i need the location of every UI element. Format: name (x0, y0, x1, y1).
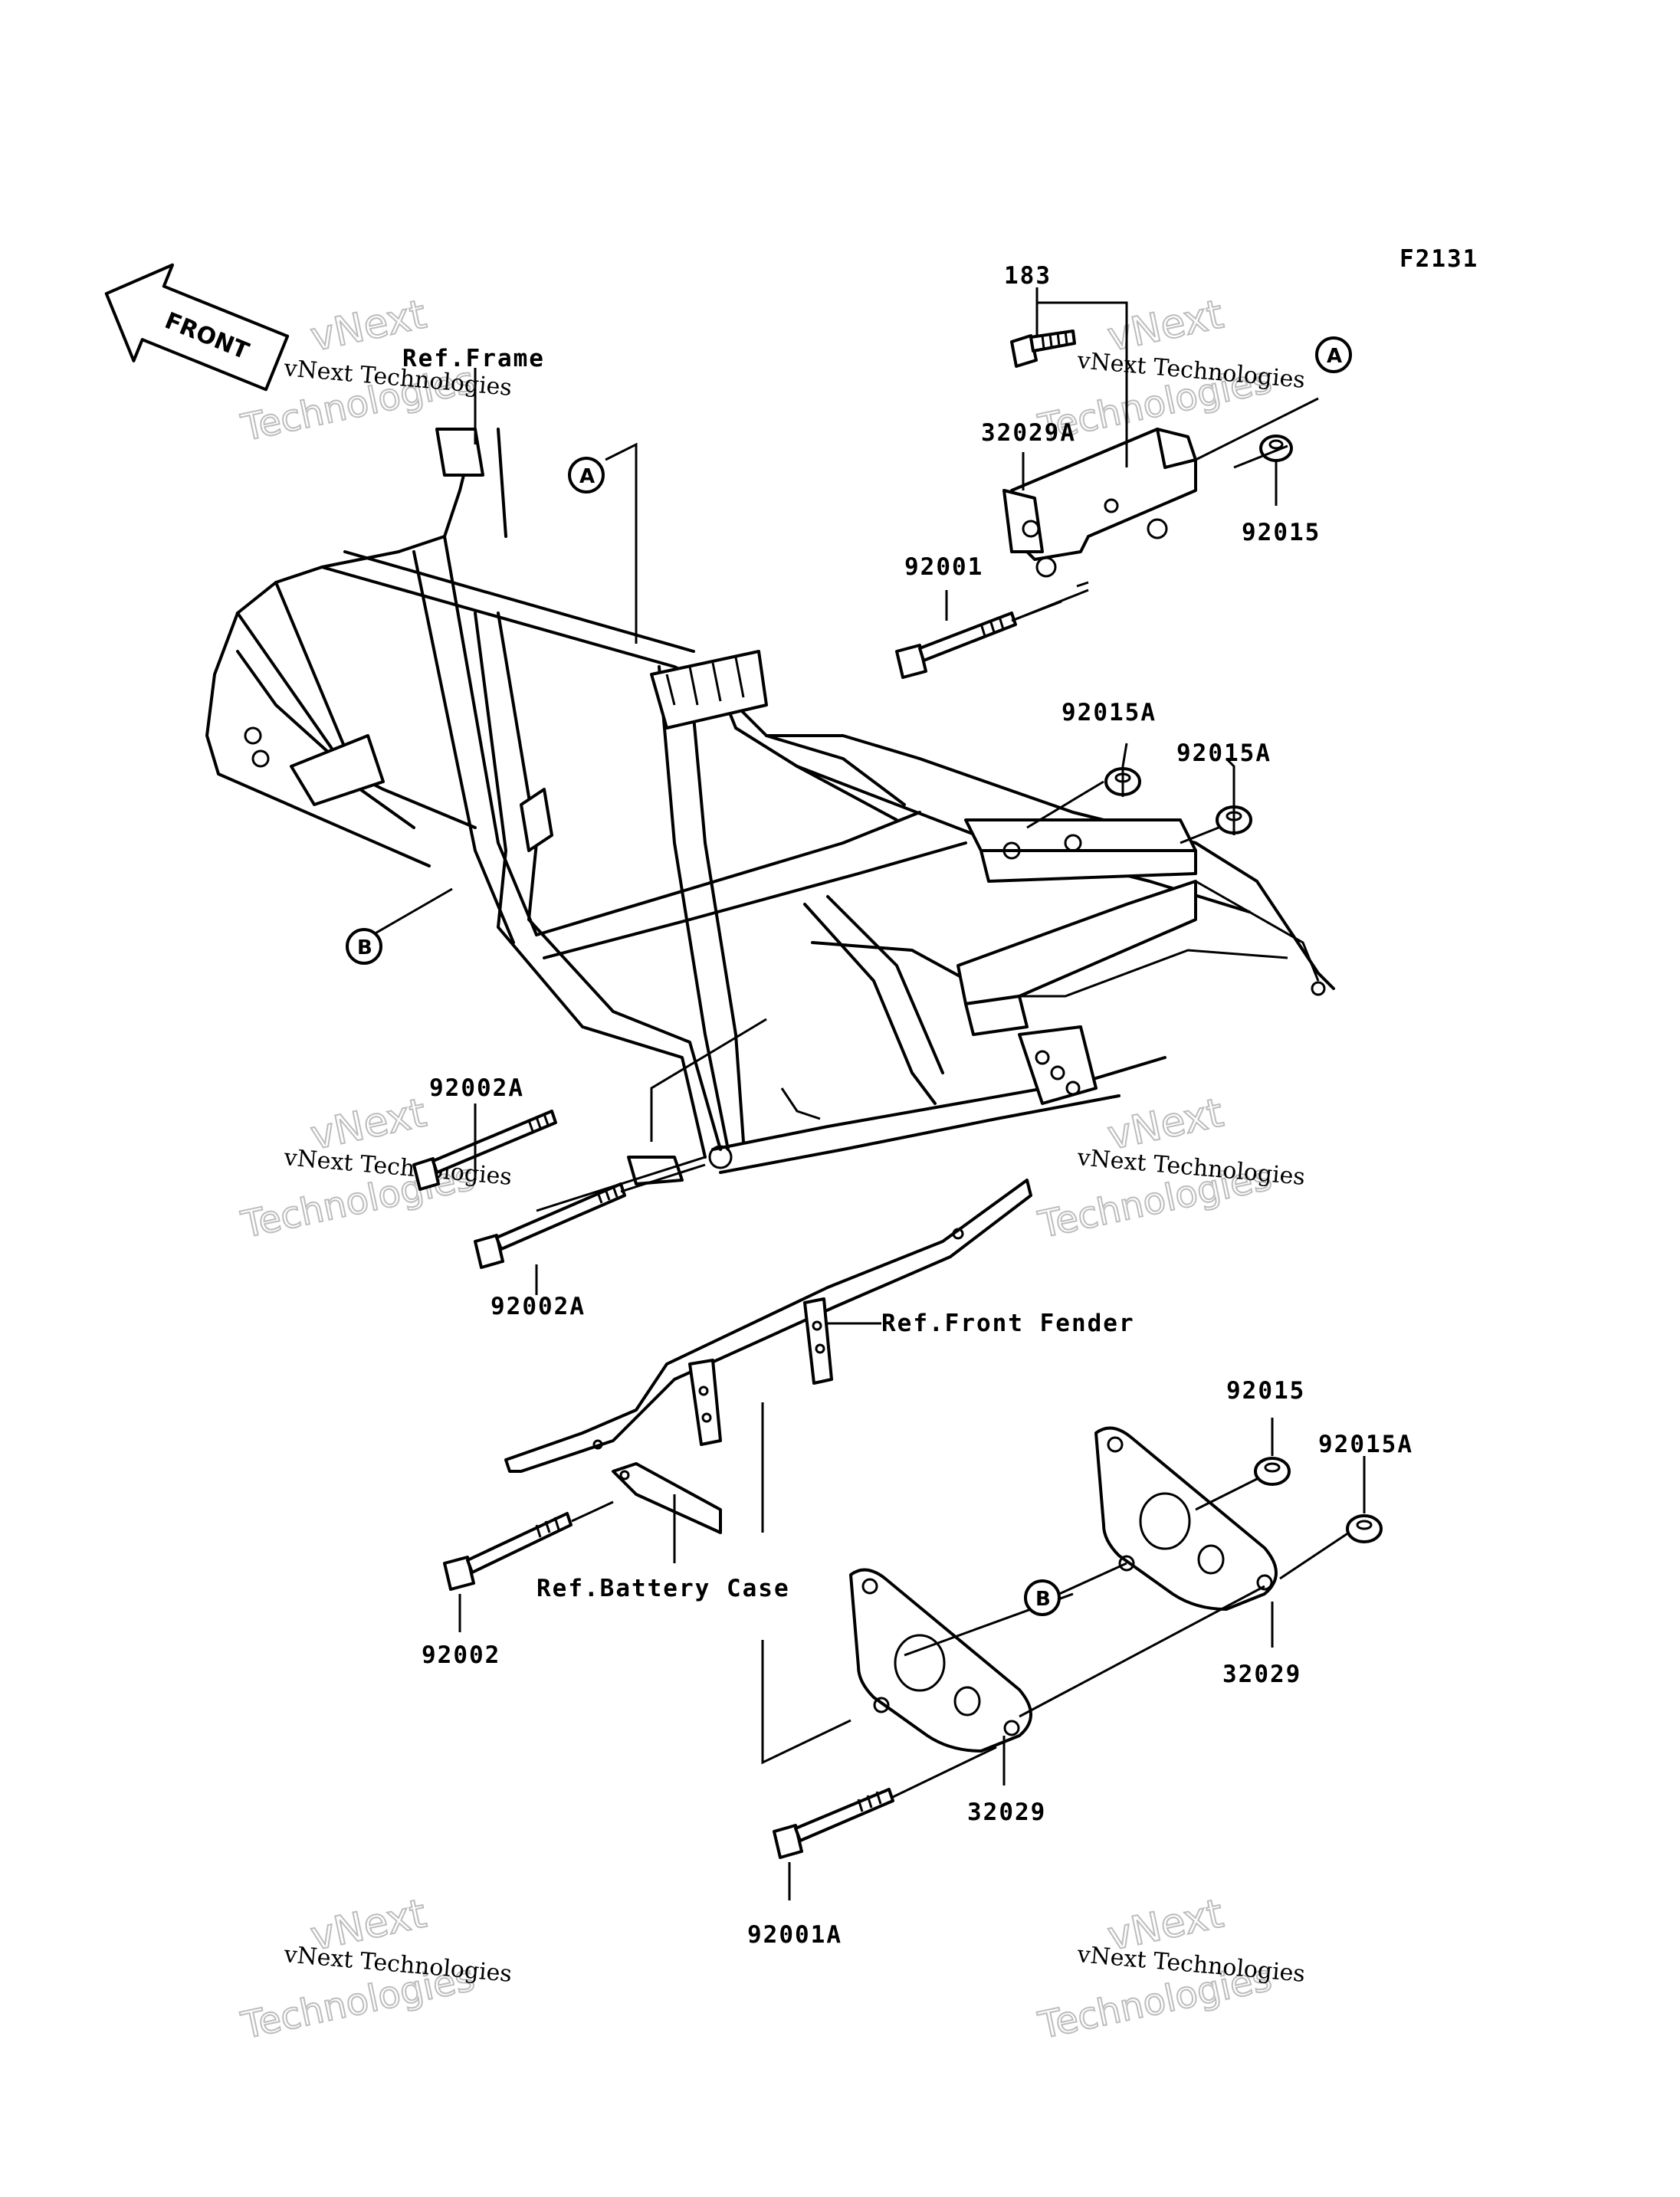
label-92002: 92002 (422, 1641, 500, 1669)
bolt-92001 (895, 589, 1089, 679)
nut-92015A-3 (1346, 1514, 1383, 1543)
callout-b-plate: B (1024, 1579, 1061, 1616)
label-92015A-2: 92015A (1176, 739, 1271, 767)
main-frame (205, 428, 1335, 1185)
label-32029A: 32029A (981, 419, 1076, 447)
label-183: 183 (1004, 262, 1052, 290)
watermark-bottom-right: vNext Technologies vNext Technologies (1034, 1890, 1306, 2048)
label-92015-bottom: 92015 (1226, 1377, 1305, 1405)
label-32029-left: 32029 (967, 1799, 1046, 1826)
ref-battery-case-label: Ref.Battery Case (536, 1575, 790, 1602)
label-92001: 92001 (904, 553, 983, 581)
watermark-mid-right: vNext Technologies vNext Technologies (1034, 1089, 1306, 1248)
bracket-32029A (1002, 428, 1197, 578)
svg-text:B: B (357, 936, 372, 959)
callout-a-frame: A (568, 457, 605, 494)
ref-frame-label: Ref.Frame (402, 345, 545, 372)
svg-text:B: B (1035, 1588, 1051, 1611)
label-32029-right: 32029 (1222, 1661, 1301, 1688)
plate-32029-right (1094, 1426, 1278, 1611)
svg-text:A: A (1327, 345, 1342, 368)
bolt-92002A-2 (474, 1182, 626, 1269)
battery-case-strap (612, 1462, 722, 1534)
label-92015A-3: 92015A (1318, 1431, 1413, 1458)
bolt-92002A-1 (412, 1110, 557, 1191)
nut-92015-top (1259, 434, 1293, 462)
leader-lines (352, 287, 1366, 1900)
label-92002A-2: 92002A (491, 1293, 586, 1320)
front-fender-bracket (504, 1179, 1032, 1473)
callout-b-frame: B (346, 928, 382, 965)
label-92001A: 92001A (747, 1921, 842, 1949)
label-92015A-1: 92015A (1061, 699, 1157, 726)
bolt-183 (1010, 330, 1076, 368)
nut-92015-bottom (1254, 1457, 1291, 1486)
bolt-92002 (443, 1512, 573, 1591)
plate-32029-left (849, 1568, 1032, 1753)
label-92002A-1: 92002A (429, 1074, 524, 1102)
ref-front-fender-label: Ref.Front Fender (881, 1310, 1135, 1337)
bolt-92001A (773, 1788, 894, 1859)
diagram-code: F2131 (1399, 245, 1478, 273)
callout-a-bracket: A (1315, 336, 1352, 373)
svg-text:A: A (579, 465, 595, 488)
label-92015-top: 92015 (1242, 519, 1321, 546)
watermark-bottom-left: vNext Technologies vNext Technologies (237, 1890, 513, 2048)
watermark-mid-left: vNext Technologies vNext Technologies (237, 1089, 513, 1248)
front-arrow-icon: FRONT (104, 263, 290, 392)
